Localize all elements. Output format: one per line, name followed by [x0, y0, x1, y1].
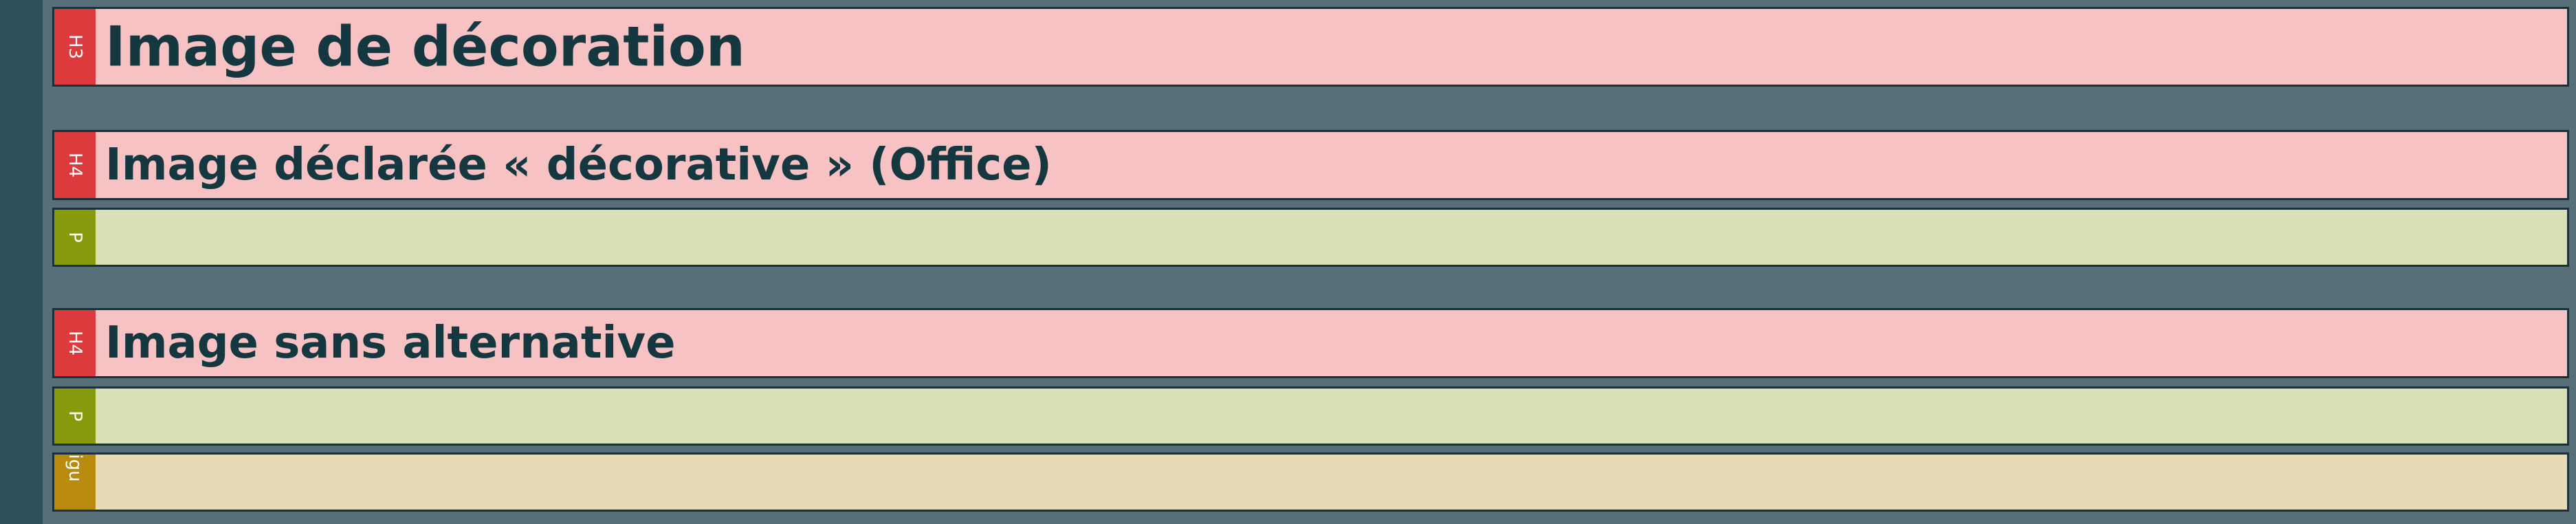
figure-tag-label: Figu — [65, 452, 85, 482]
h4-tag: H4 — [54, 310, 96, 376]
p-tag-label: P — [65, 411, 85, 422]
p-tag-label: P — [65, 232, 85, 243]
paragraph-block-decorative[interactable]: P — [52, 208, 2569, 267]
h3-block[interactable]: H3 Image de décoration — [52, 7, 2569, 87]
left-rail — [0, 0, 43, 524]
h4-heading-decorative: Image déclarée « décorative » (Office) — [105, 140, 1052, 190]
h4-tag: H4 — [54, 132, 96, 198]
figure-block[interactable]: Figu — [52, 452, 2569, 512]
h4-block-decorative[interactable]: H4 Image déclarée « décorative » (Office… — [52, 130, 2569, 200]
h3-tag: H3 — [54, 9, 96, 85]
paragraph-block-no-alt[interactable]: P — [52, 386, 2569, 446]
h4-block-no-alt[interactable]: H4 Image sans alternative — [52, 308, 2569, 378]
p-tag: P — [54, 389, 96, 444]
h4-tag-label: H4 — [65, 152, 85, 178]
figure-tag: Figu — [54, 455, 96, 510]
h3-heading-text: Image de décoration — [105, 14, 745, 79]
h4-heading-no-alt: Image sans alternative — [105, 318, 676, 369]
h4-tag-label: H4 — [65, 330, 85, 356]
h3-tag-label: H3 — [65, 34, 85, 60]
p-tag: P — [54, 210, 96, 265]
